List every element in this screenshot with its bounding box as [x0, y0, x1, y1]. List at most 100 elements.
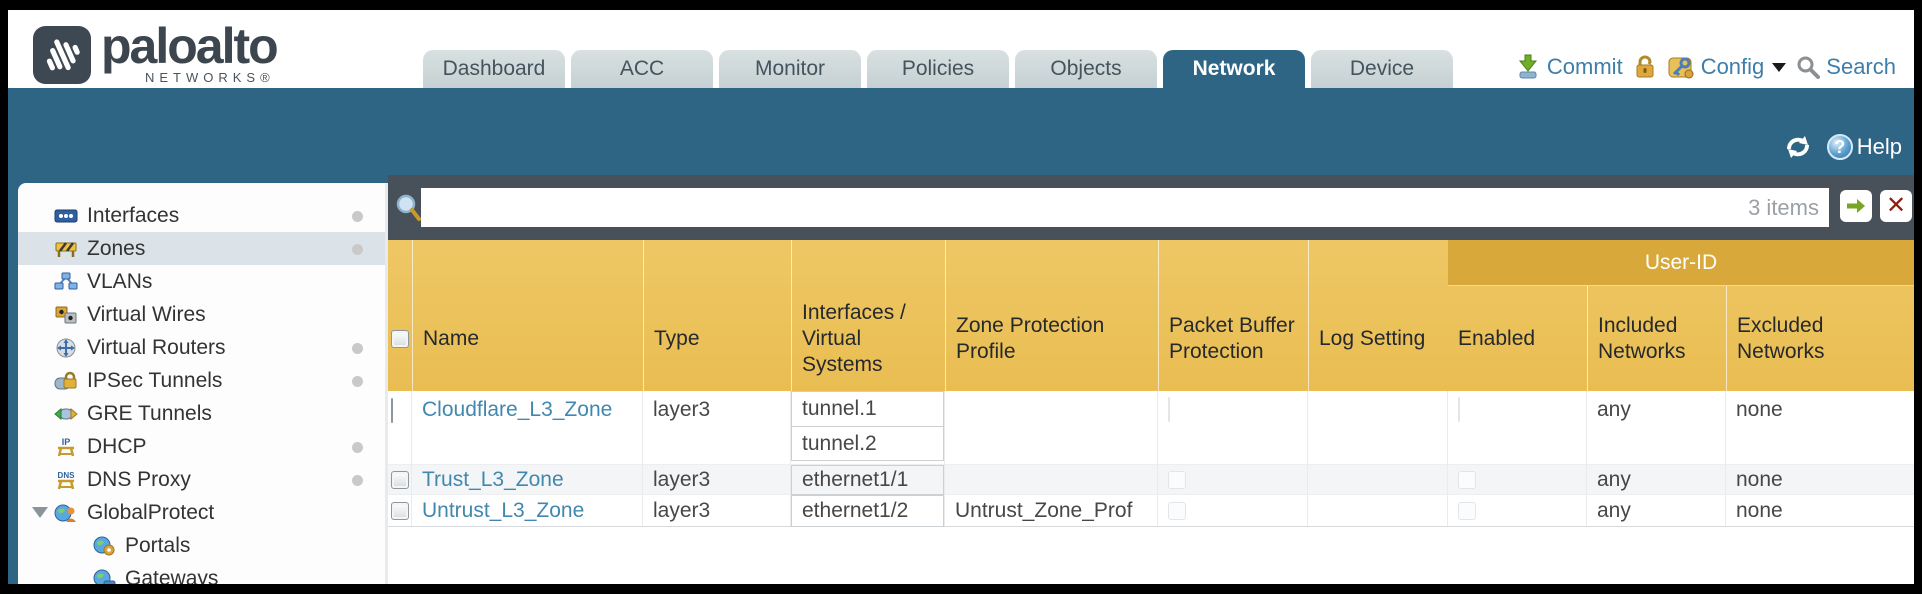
zone-protection-profile: Untrust_Zone_Prof: [945, 495, 1158, 526]
tab-monitor[interactable]: Monitor: [719, 50, 861, 88]
user-id-enabled-checkbox[interactable]: [1458, 501, 1476, 520]
zones-panel: 3 items ✕ Name Type In: [388, 175, 1914, 584]
tab-network[interactable]: Network: [1163, 50, 1305, 88]
main-nav-tabs: Dashboard ACC Monitor Policies Objects N…: [423, 50, 1453, 88]
filter-input[interactable]: [421, 188, 1749, 227]
zone-protection-profile: [945, 465, 1158, 494]
config-menu[interactable]: Config: [1667, 54, 1787, 80]
column-header-type[interactable]: Type: [643, 240, 791, 391]
zone-name-link[interactable]: Cloudflare_L3_Zone: [422, 398, 613, 421]
config-icon: [1668, 57, 1694, 79]
commit-button[interactable]: Commit: [1515, 54, 1623, 80]
status-dot: [352, 342, 363, 354]
sidebar-item-label: DHCP: [87, 434, 147, 458]
apply-filter-button[interactable]: [1840, 190, 1872, 222]
column-header-zone-protection-profile[interactable]: Zone Protection Profile: [945, 240, 1158, 391]
user-id-enabled-checkbox[interactable]: [1458, 470, 1476, 489]
sidebar-item-label: GRE Tunnels: [87, 401, 212, 425]
brand-subtitle: NETWORKS®: [144, 70, 275, 85]
portals-icon: [93, 536, 115, 555]
top-bar: paloalto NETWORKS® Dashboard ACC Monitor…: [8, 10, 1914, 88]
row-checkbox[interactable]: [391, 398, 393, 423]
sidebar-item-portals[interactable]: Portals: [18, 529, 385, 562]
included-networks: any: [1587, 465, 1726, 494]
user-id-enabled-checkbox[interactable]: [1458, 397, 1460, 422]
red-x-icon: ✕: [1885, 192, 1907, 219]
config-label: Config: [1700, 54, 1765, 79]
help-button[interactable]: ? Help: [1826, 134, 1902, 160]
globalprotect-icon: [54, 504, 76, 522]
column-header-name[interactable]: Name: [412, 240, 643, 391]
tab-device[interactable]: Device: [1311, 50, 1453, 88]
sidebar-item-label: GlobalProtect: [87, 500, 215, 524]
sidebar-item-label: DNS Proxy: [87, 467, 191, 491]
column-header-included-networks[interactable]: Included Networks: [1587, 286, 1726, 391]
sidebar-item-gateways[interactable]: Gateways: [18, 562, 385, 584]
sidebar-item-zones[interactable]: Zones: [18, 232, 385, 265]
commit-icon: [1518, 54, 1537, 79]
tab-objects[interactable]: Objects: [1015, 50, 1157, 88]
sidebar-item-virtual-routers[interactable]: Virtual Routers: [18, 331, 385, 364]
packet-buffer-protection-checkbox[interactable]: [1168, 501, 1186, 520]
commit-label: Commit: [1546, 54, 1623, 79]
search-button[interactable]: Search: [1796, 54, 1896, 80]
tab-policies[interactable]: Policies: [867, 50, 1009, 88]
virtual-wires-icon: [55, 306, 77, 323]
select-all-checkbox[interactable]: [391, 329, 409, 348]
sidebar-item-label: Gateways: [125, 566, 219, 585]
sidebar-item-interfaces[interactable]: Interfaces: [18, 199, 385, 232]
sidebar-item-vlans[interactable]: VLANs: [18, 265, 385, 298]
sidebar-item-gre-tunnels[interactable]: GRE Tunnels: [18, 397, 385, 430]
column-header-packet-buffer-protection[interactable]: Packet Buffer Protection: [1158, 240, 1308, 391]
sidebar-item-virtual-wires[interactable]: Virtual Wires: [18, 298, 385, 331]
column-header-enabled[interactable]: Enabled: [1458, 326, 1536, 350]
help-label: Help: [1856, 134, 1902, 159]
user-id-group-header: User-ID: [1448, 240, 1914, 286]
status-dot: [352, 375, 363, 387]
tab-dashboard[interactable]: Dashboard: [423, 50, 565, 88]
zone-type: layer3: [643, 391, 791, 464]
sidebar-item-dhcp[interactable]: IP DHCP: [18, 430, 385, 463]
zone-type: layer3: [643, 495, 791, 526]
excluded-networks: none: [1736, 498, 1783, 522]
svg-text:DNS: DNS: [58, 471, 76, 480]
table-row: Cloudflare_L3_Zone layer3 tunnel.1 tunne…: [388, 391, 1914, 465]
packet-buffer-protection-checkbox[interactable]: [1168, 470, 1186, 489]
included-networks: any: [1587, 391, 1726, 464]
lock-icon[interactable]: [1633, 54, 1657, 80]
green-arrow-icon: [1847, 199, 1865, 213]
chevron-down-icon: [1772, 62, 1787, 72]
zone-name-link[interactable]: Untrust_L3_Zone: [422, 498, 585, 522]
items-count: 3 items: [1748, 194, 1819, 220]
paloalto-logo: paloalto NETWORKS®: [33, 18, 279, 85]
status-dot: [352, 243, 363, 255]
clear-filter-button[interactable]: ✕: [1880, 190, 1912, 222]
sidebar-item-label: Interfaces: [87, 203, 180, 227]
ipsec-tunnels-icon: [54, 371, 77, 389]
interface-entry: ethernet1/1: [791, 465, 944, 495]
vlans-icon: [54, 272, 78, 289]
interface-entry: ethernet1/2: [791, 495, 944, 527]
sidebar-item-label: Virtual Routers: [87, 335, 226, 359]
column-header-interfaces[interactable]: Interfaces / Virtual Systems: [791, 240, 945, 391]
zone-name-link[interactable]: Trust_L3_Zone: [422, 467, 564, 491]
expand-triangle-icon[interactable]: [32, 507, 48, 518]
column-header-excluded-networks[interactable]: Excluded Networks: [1726, 286, 1914, 391]
interface-entry: tunnel.1: [791, 391, 944, 427]
sidebar-item-globalprotect[interactable]: GlobalProtect: [18, 496, 385, 529]
sidebar-item-dns-proxy[interactable]: DNS DNS Proxy: [18, 463, 385, 496]
status-dot: [352, 474, 363, 486]
row-checkbox[interactable]: [391, 501, 409, 520]
zone-protection-profile: [945, 391, 1158, 464]
sidebar-item-label: Portals: [125, 533, 191, 557]
packet-buffer-protection-checkbox[interactable]: [1168, 397, 1170, 422]
column-header-log-setting[interactable]: Log Setting: [1308, 240, 1448, 391]
search-label: Search: [1826, 54, 1896, 79]
table-row: Trust_L3_Zone layer3 ethernet1/1 any non…: [388, 465, 1914, 495]
row-checkbox[interactable]: [391, 470, 409, 489]
refresh-icon[interactable]: [1783, 133, 1813, 161]
network-sidebar: Interfaces Zones: [18, 183, 388, 584]
sidebar-item-ipsec-tunnels[interactable]: IPSec Tunnels: [18, 364, 385, 397]
tab-acc[interactable]: ACC: [571, 50, 713, 88]
paloalto-logo-icon: [33, 26, 91, 84]
